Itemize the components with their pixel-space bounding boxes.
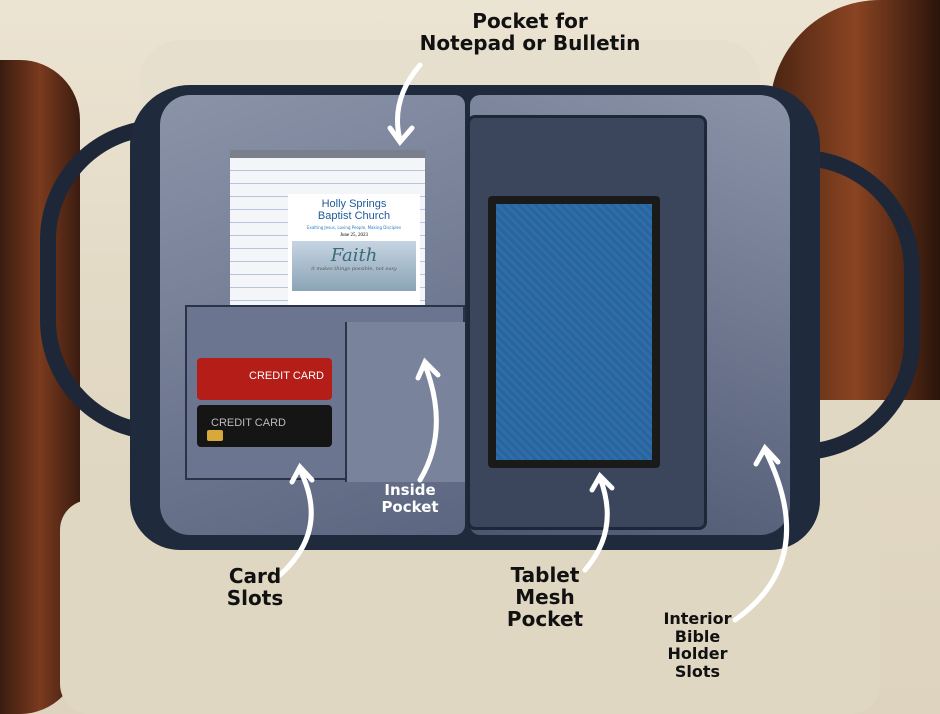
label-line: Pocket [381,497,439,516]
label-line: Bible [674,626,721,646]
credit-card-red: CREDIT CARD [197,358,332,400]
arrow-bible-holder-icon [732,443,790,623]
label-line: Slots [226,586,284,610]
faith-title: Faith [330,245,378,266]
label-tablet-pocket: Tablet Mesh Pocket [495,564,595,630]
label-line: Slots [674,661,721,681]
label-line: Notepad or Bulletin [419,31,641,55]
church-tagline: Exalting Jesus, Loving People, Making Di… [306,225,402,230]
card-label: CREDIT CARD [211,417,286,429]
label-bible-holder: Interior Bible Holder Slots [650,610,745,680]
church-bulletin: Holly Springs Baptist Church Exalting Je… [288,194,420,314]
label-line: Pocket [506,607,584,631]
label-line: Pocket for [472,9,588,33]
card-label: CREDIT CARD [249,370,324,382]
label-notepad-pocket: Pocket for Notepad or Bulletin [400,10,660,54]
credit-card-black: CREDIT CARD [197,405,332,447]
label-line: Holder [667,644,728,664]
label-line: Mesh [515,585,575,609]
bulletin-date: June 25, 2023 [340,233,368,238]
church-name-line: Holly Springs [321,198,387,210]
label-card-slots: Card Slots [215,565,295,609]
church-name-line: Baptist Church [317,210,391,222]
arrow-inside-pocket-icon [415,357,441,483]
arrow-card-slots-icon [277,462,315,578]
arrow-tablet-icon [582,471,615,573]
label-inside-pocket: Inside Pocket [370,482,450,515]
faith-image: Faith it makes things possible, not easy [292,241,416,291]
card-chip-icon [207,430,223,441]
faith-subtitle: it makes things possible, not easy [311,266,397,272]
church-name: Holly Springs Baptist Church [292,198,416,222]
inside-pocket [345,322,465,482]
label-line: Inside [384,481,436,499]
label-line: Interior [663,609,732,628]
arrow-notepad-icon [387,62,423,147]
label-line: Card [228,564,282,588]
tablet-screen [496,204,652,460]
label-line: Tablet [510,563,580,587]
tablet [488,196,660,468]
